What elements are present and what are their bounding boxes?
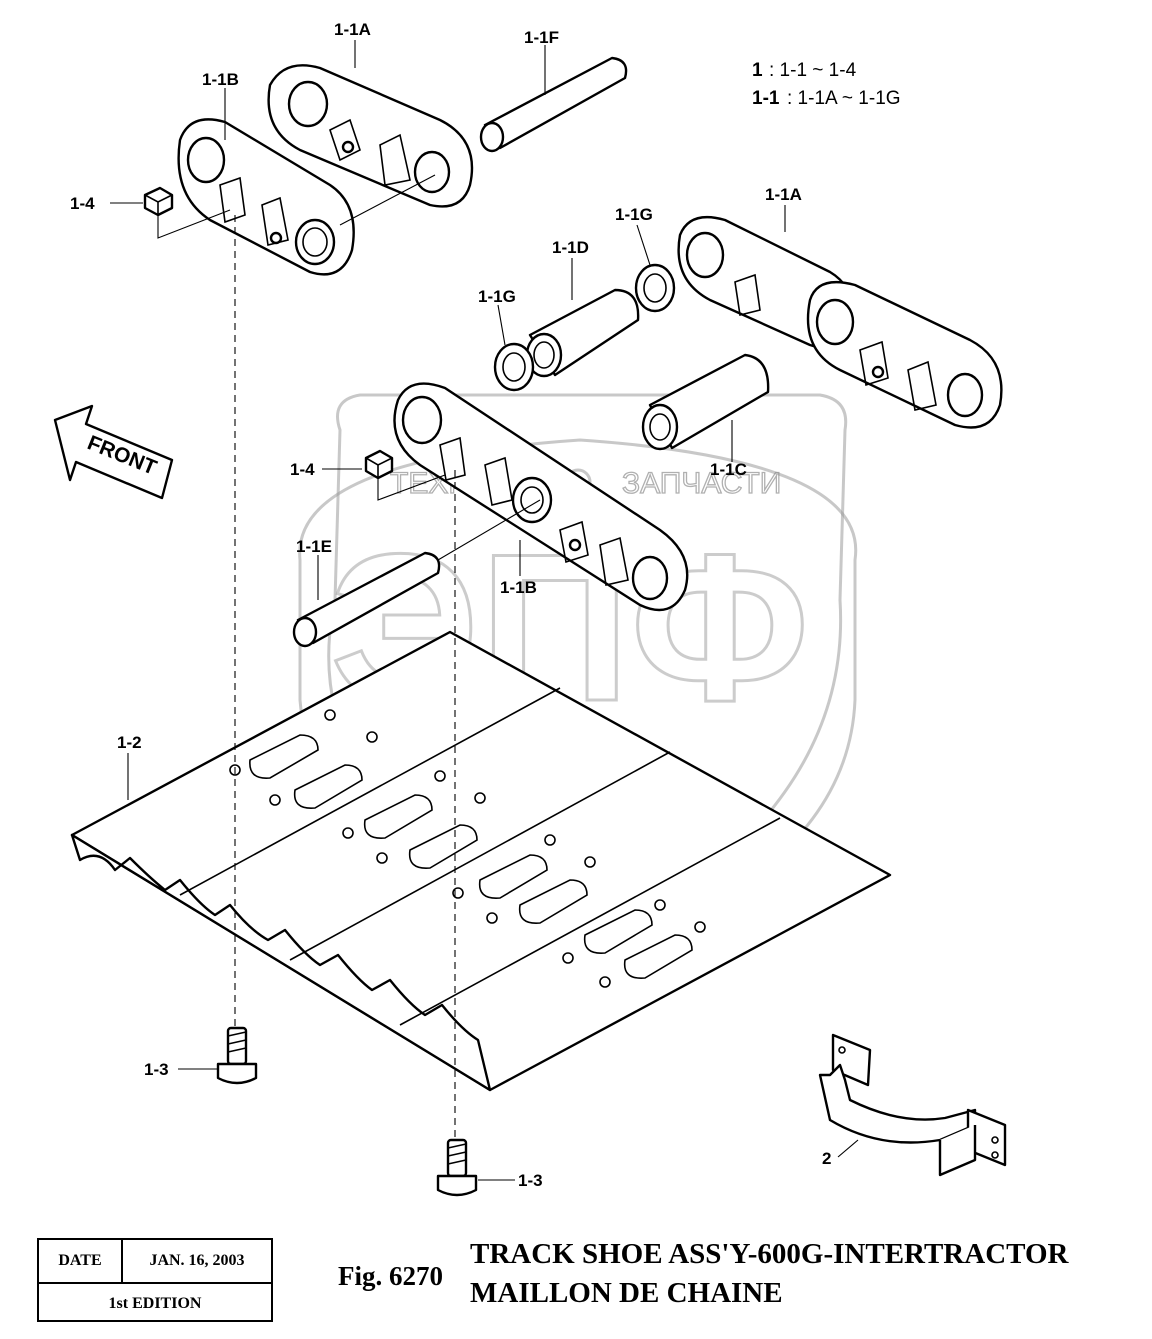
pin-top: [479, 56, 628, 153]
link-mid: [393, 382, 689, 612]
callout-shoe-plate: 1-2: [117, 733, 142, 752]
callout-top-nut: 1-4: [70, 194, 95, 213]
callout-top-pin: 1-1F: [524, 28, 559, 47]
callout-labels: 1-1A 1-1F 1-1B 1-4 1-1A 1-1G 1-1D 1-1G 1…: [70, 20, 831, 1190]
callout-link-mid: 1-1B: [500, 578, 537, 597]
watermark-text-right: ЗАПЧАСТИ: [622, 467, 781, 500]
bushing-inner: [525, 288, 640, 378]
nut-top: [143, 186, 174, 217]
nut-mid: [364, 449, 394, 480]
title-info-box: DATE JAN. 16, 2003 1st EDITION: [37, 1238, 273, 1322]
callout-bolt-right: 1-3: [518, 1171, 543, 1190]
date-row: DATE JAN. 16, 2003: [39, 1240, 271, 1284]
bolt-left: [216, 1026, 258, 1085]
callout-bushing-inner: 1-1D: [552, 238, 589, 257]
edition-label: 1st EDITION: [108, 1295, 202, 1312]
callout-seal-upper: 1-1G: [615, 205, 653, 224]
callout-top-link-upper: 1-1A: [334, 20, 371, 39]
callout-nut-mid: 1-4: [290, 460, 315, 479]
callout-bolt-left: 1-3: [144, 1060, 169, 1079]
callout-guard: 2: [822, 1149, 831, 1168]
link-lower-top: [177, 118, 355, 276]
bushing-outer: [641, 353, 770, 451]
figure-number: Fig. 6270: [338, 1261, 443, 1291]
legend: 1 : 1-1 ~ 1-4 1-1 : 1-1A ~ 1-1G: [752, 60, 901, 109]
callout-leaders: [110, 40, 859, 1181]
legend-line2-key: 1-1: [752, 88, 780, 109]
legend-line1-text: : 1-1 ~ 1-4: [769, 60, 857, 81]
callout-right-link: 1-1A: [765, 185, 802, 204]
title-english: TRACK SHOE ASS'Y-600G-INTERTRACTOR: [470, 1238, 1069, 1270]
link-upper-top: [267, 64, 474, 208]
seal-upper: [634, 263, 676, 313]
link-right-front: [806, 280, 1003, 429]
legend-line2-text: : 1-1A ~ 1-1G: [787, 88, 901, 109]
shoe-plate: [70, 630, 892, 1092]
callout-bushing-outer: 1-1C: [710, 460, 747, 479]
callout-pin-mid: 1-1E: [296, 537, 332, 556]
bolt-right: [436, 1138, 478, 1197]
callout-top-link-lower: 1-1B: [202, 70, 239, 89]
title-french: MAILLON DE CHAINE: [470, 1277, 783, 1309]
front-direction-arrow: FRONT: [53, 404, 174, 500]
pin-mid: [292, 551, 441, 648]
date-label: DATE: [39, 1240, 123, 1282]
seal-lower: [493, 342, 535, 392]
callout-seal-lower: 1-1G: [478, 287, 516, 306]
date-value: JAN. 16, 2003: [149, 1252, 245, 1269]
guard: [818, 1033, 1007, 1177]
legend-line1-key: 1: [752, 60, 763, 81]
